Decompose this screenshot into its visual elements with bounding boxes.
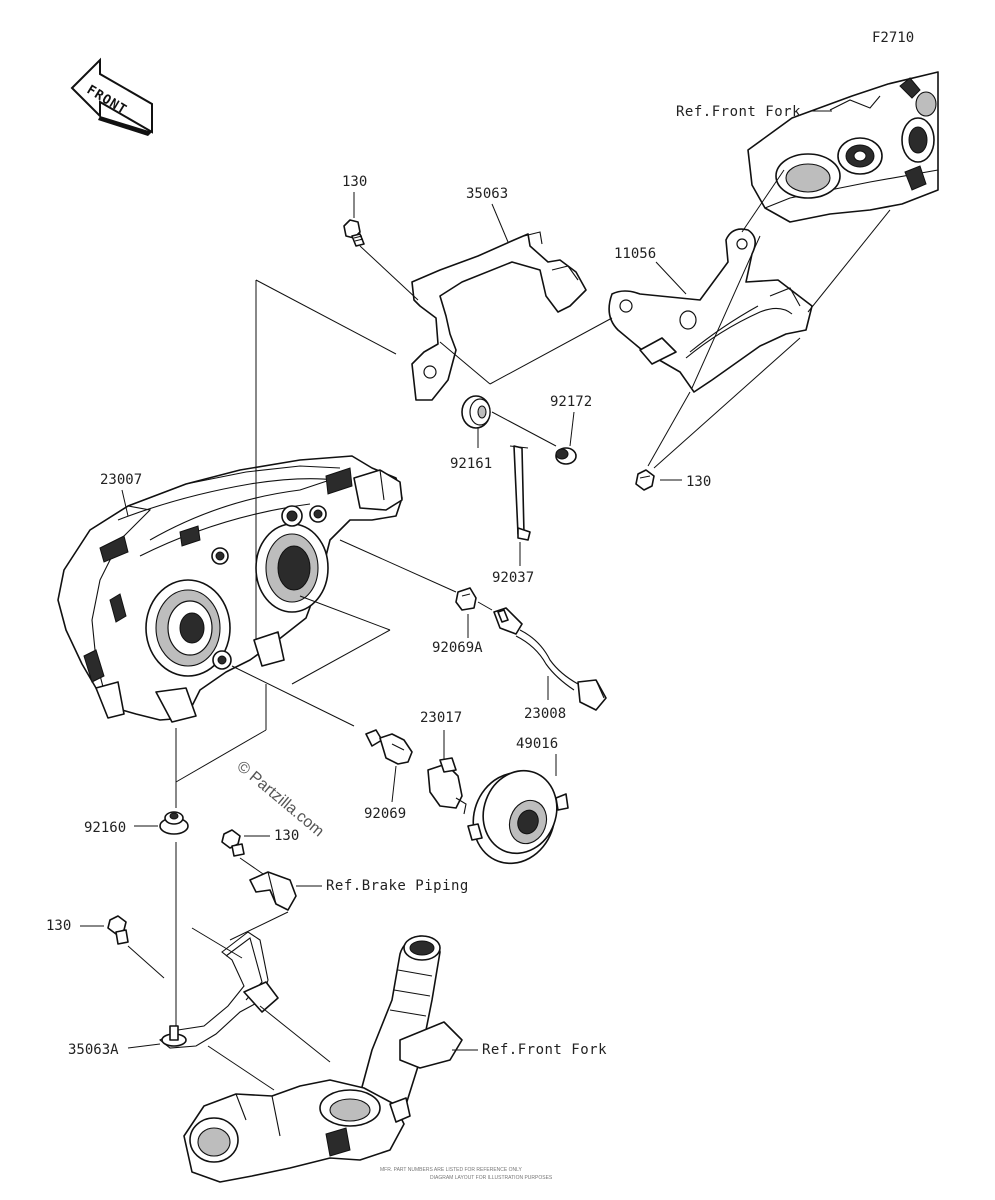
socket-23017 [427,757,467,815]
label-92161: 92161 [450,456,492,472]
label-49016: 49016 [516,736,558,752]
label-ref-front-fork-bottom: Ref.Front Fork [482,1042,607,1058]
headlight-stay-11056 [608,228,813,393]
front-direction-arrow-icon: FRONT [70,57,153,136]
bracket-35063A [159,931,279,1049]
label-23017: 23017 [420,710,462,726]
bolt-130-top [343,219,365,247]
label-92069: 92069 [364,806,406,822]
label-130-right: 130 [686,474,711,490]
lower-triple-clamp-steering-stem [183,935,463,1183]
bulb-92069 [365,729,413,765]
label-ref-brake-piping: Ref.Brake Piping [326,878,469,894]
rubber-damper-92161 [461,395,491,429]
bolt-130-right [635,469,655,491]
socket-harness-23008 [493,607,607,711]
label-11056: 11056 [614,246,656,262]
figure-code: F2710 [872,30,914,46]
label-130-top: 130 [342,174,367,190]
footer-fineprint-line-2: DIAGRAM LAYOUT FOR ILLUSTRATION PURPOSES [430,1175,553,1181]
upper-triple-clamp [747,71,939,223]
label-35063: 35063 [466,186,508,202]
brake-piping-clamp [249,871,297,911]
label-23008: 23008 [524,706,566,722]
label-ref-front-fork-top: Ref.Front Fork [676,104,801,120]
label-130-left: 130 [46,918,71,934]
grommet-92160 [159,811,189,835]
collar-92172 [555,447,577,465]
headlight-assembly-23007 [57,455,403,723]
footer-fineprint-line-1: MFR. PART NUMBERS ARE LISTED FOR REFEREN… [380,1167,523,1173]
label-92069A: 92069A [432,640,483,656]
label-92037: 92037 [492,570,534,586]
label-92160: 92160 [84,820,126,836]
label-130-mid: 130 [274,828,299,844]
bolt-130-mid [221,829,245,857]
bolt-130-left [107,915,129,945]
label-23007: 23007 [100,472,142,488]
dust-cap-49016 [467,769,569,865]
bulb-92069A [455,587,477,611]
label-92172: 92172 [550,394,592,410]
headlight-bracket-35063 [411,231,587,401]
wire-band-92037 [509,445,531,541]
label-35063A: 35063A [68,1042,119,1058]
